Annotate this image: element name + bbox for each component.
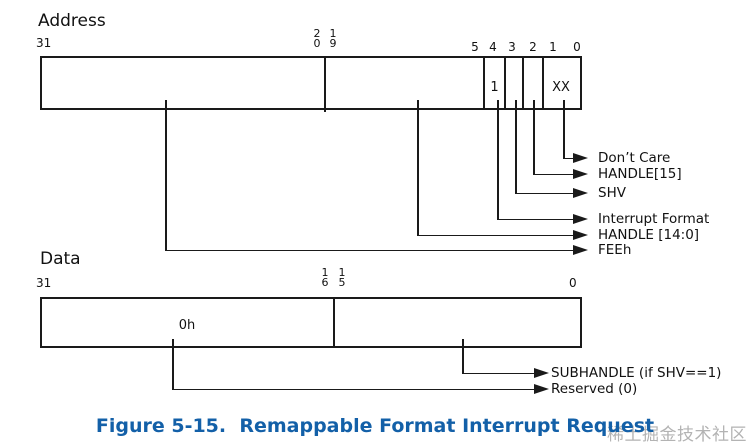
handle15-label: HANDLE[15] — [598, 166, 682, 182]
address-divider-2-1 — [542, 56, 544, 110]
feeh-leader-horizontal — [165, 249, 573, 251]
address-bit0-label: 0 — [573, 40, 581, 54]
reserved-leader-horizontal — [172, 388, 535, 390]
address-divider-4-3 — [504, 56, 506, 110]
data-bit31-label: 31 — [36, 276, 52, 290]
handle140-leader-vertical — [417, 100, 419, 236]
address-bit3-label: 3 — [508, 40, 516, 54]
handle140-leader-horizontal — [417, 234, 573, 236]
address-bit31-label: 31 — [36, 36, 52, 50]
address-section-title: Address — [38, 11, 106, 31]
address-divider-3-2 — [522, 56, 524, 110]
address-divider-20-19 — [324, 56, 326, 112]
feeh-arrow-icon — [573, 245, 588, 255]
address-bit20-label: 2 0 — [313, 27, 321, 50]
watermark-text: 稀土掘金技术社区 — [607, 425, 747, 445]
interrupt-format-arrow-icon — [573, 214, 588, 224]
reserved-arrow-icon — [534, 384, 549, 394]
address-bits10-value: XX — [552, 80, 570, 95]
dont-care-leader-vertical — [563, 100, 565, 159]
address-bit2-label: 2 — [529, 40, 537, 54]
subhandle-leader-horizontal — [462, 372, 535, 374]
shv-arrow-icon — [573, 188, 588, 198]
interrupt-format-leader-horizontal — [497, 218, 573, 220]
data-divider-16-15 — [333, 297, 335, 348]
shv-leader-vertical — [515, 100, 517, 194]
feeh-leader-vertical — [165, 100, 167, 251]
reserved-leader-vertical — [172, 339, 174, 390]
address-bit1-label: 1 — [549, 40, 557, 54]
shv-leader-horizontal — [515, 192, 573, 194]
shv-label: SHV — [598, 185, 626, 201]
address-bit5-label: 5 — [471, 40, 479, 54]
dont-care-label: Don’t Care — [598, 150, 671, 166]
data-upper-value: 0h — [178, 318, 196, 333]
reserved-label: Reserved (0) — [551, 381, 638, 397]
address-bit4-label: 4 — [489, 40, 497, 54]
data-section-title: Data — [40, 249, 81, 269]
dont-care-arrow-icon — [573, 153, 588, 163]
handle15-leader-vertical — [533, 100, 535, 175]
subhandle-arrow-icon — [534, 368, 549, 378]
handle15-leader-horizontal — [533, 173, 573, 175]
data-bit0-label: 0 — [569, 276, 577, 290]
handle15-arrow-icon — [573, 169, 588, 179]
figure-caption: Figure 5-15. Remappable Format Interrupt… — [95, 415, 655, 437]
handle140-label: HANDLE [14:0] — [598, 227, 700, 243]
subhandle-label: SUBHANDLE (if SHV==1) — [551, 365, 722, 381]
dont-care-leader-horizontal — [563, 157, 573, 159]
data-bit15-label: 1 5 — [338, 266, 346, 289]
feeh-label: FEEh — [598, 242, 632, 258]
interrupt-format-leader-vertical — [497, 100, 499, 220]
address-bit4-value: 1 — [490, 80, 499, 95]
interrupt-format-label: Interrupt Format — [598, 211, 710, 227]
address-divider-5-4 — [483, 56, 485, 110]
address-register-box — [40, 56, 582, 110]
handle140-arrow-icon — [573, 230, 588, 240]
data-bit16-label: 1 6 — [321, 266, 329, 289]
subhandle-leader-vertical — [462, 339, 464, 374]
address-bit19-label: 1 9 — [329, 27, 337, 50]
data-register-box — [40, 297, 582, 348]
